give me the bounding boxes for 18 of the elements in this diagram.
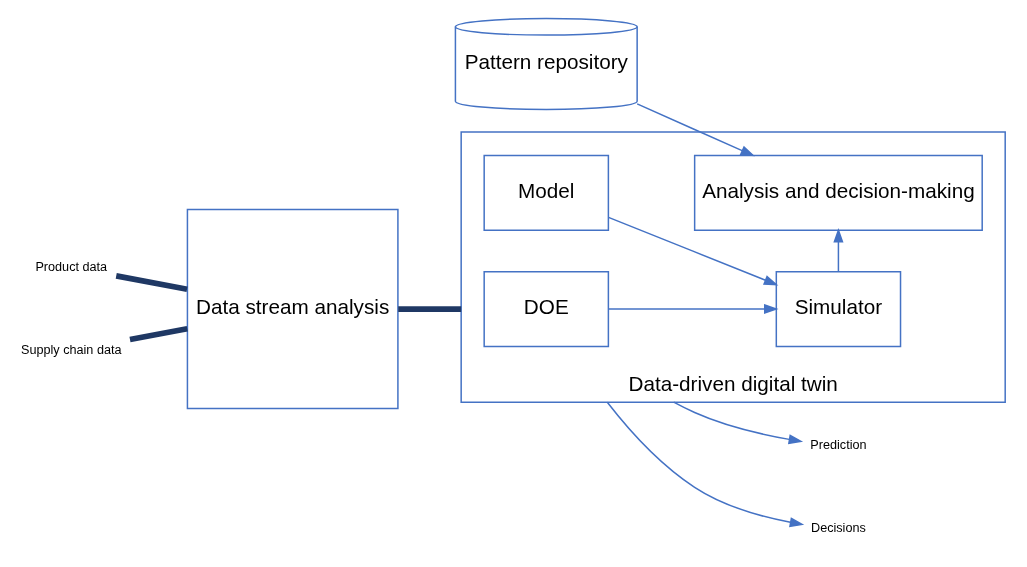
node-text: Prediction xyxy=(810,437,867,452)
node-box: Data stream analysis xyxy=(186,208,399,409)
arrow xyxy=(833,227,844,272)
node-text: Supply chain data xyxy=(21,342,122,357)
connector xyxy=(398,305,462,312)
node-text: Product data xyxy=(35,259,108,274)
arrow xyxy=(607,216,779,285)
connector xyxy=(129,325,188,342)
node-box: DOE xyxy=(483,270,610,347)
node-box: Model xyxy=(483,154,610,231)
arrow xyxy=(606,400,805,527)
connector xyxy=(115,272,188,292)
arrow xyxy=(636,102,755,156)
node-text: Decisions xyxy=(811,520,866,535)
node-box: Analysis and decision-making xyxy=(693,154,983,231)
arrow xyxy=(672,400,804,444)
node-box: Simulator xyxy=(775,270,902,347)
arrow xyxy=(607,303,779,314)
